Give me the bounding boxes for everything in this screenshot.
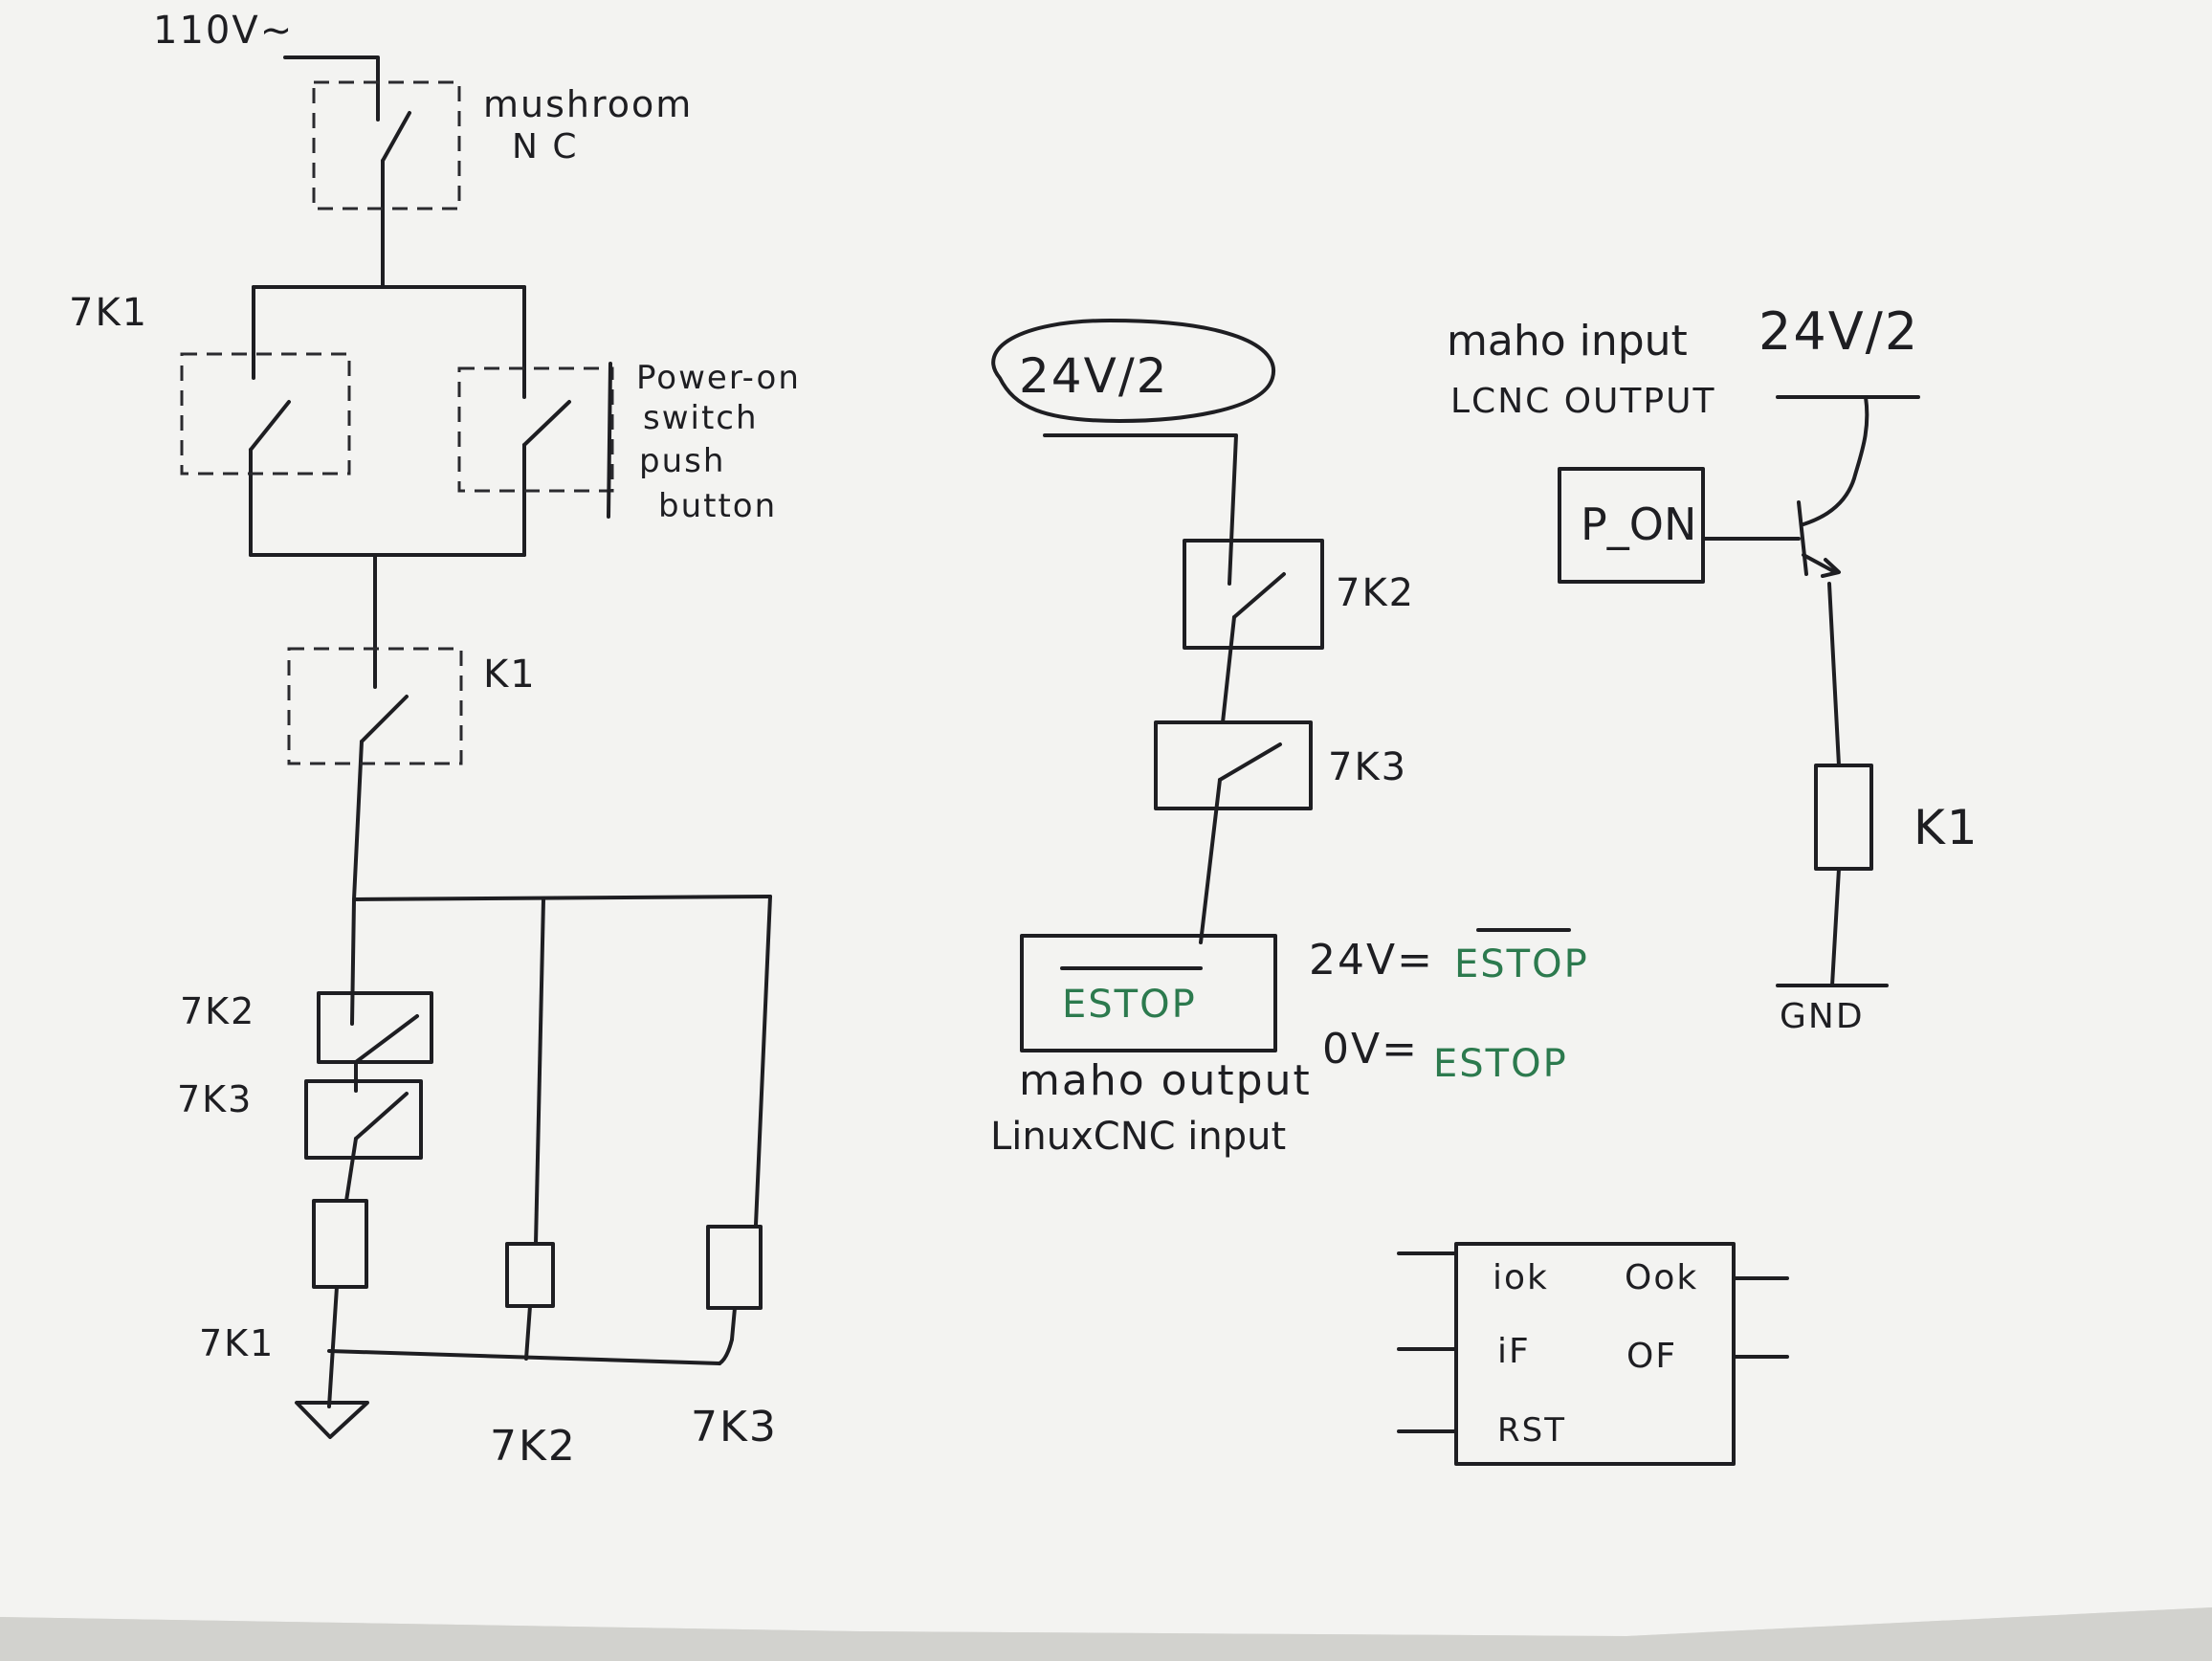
contact-k1-label: K1 bbox=[483, 653, 537, 697]
power-on-push-label: push bbox=[639, 442, 726, 480]
relay-k1-label: K1 bbox=[1913, 800, 1980, 855]
coil-7k3-label: 7K3 bbox=[691, 1403, 778, 1451]
supply-24v-middle-label: 24V/2 bbox=[1019, 348, 1169, 404]
power-on-switch-box bbox=[457, 366, 614, 493]
legend-24v-estop-label: ESTOP bbox=[1454, 942, 1589, 986]
relay-k1-coil bbox=[1814, 764, 1873, 871]
mushroom-nc-label: N C bbox=[512, 127, 579, 166]
input-f-label: iF bbox=[1497, 1332, 1531, 1371]
output-ok-label: Ook bbox=[1625, 1258, 1699, 1297]
left-circuit-wires bbox=[249, 55, 772, 1439]
power-on-switch-label: switch bbox=[643, 399, 759, 437]
contact-7k3-middle-label: 7K3 bbox=[1328, 745, 1408, 789]
contact-k1-box bbox=[287, 647, 463, 765]
lcnc-output-label: LCNC OUTPUT bbox=[1450, 382, 1716, 421]
table-surface bbox=[0, 1607, 2212, 1661]
contact-7k3-middle-box bbox=[1154, 720, 1313, 810]
middle-circuit-wires bbox=[991, 319, 1571, 1052]
contact-7k2-middle-box bbox=[1183, 539, 1324, 650]
reset-label: RST bbox=[1497, 1411, 1566, 1450]
p-on-label: P_ON bbox=[1581, 498, 1697, 550]
power-on-button-label: button bbox=[658, 487, 778, 525]
estop-box bbox=[1020, 934, 1277, 1052]
contact-7k2-box bbox=[317, 991, 433, 1064]
maho-output-caption: maho output bbox=[1019, 1056, 1312, 1105]
input-ok-label: iok bbox=[1493, 1258, 1549, 1297]
contact-7k2-label: 7K2 bbox=[180, 990, 256, 1032]
coil-7k1-label: 7K1 bbox=[199, 1322, 276, 1364]
right-circuit-wires bbox=[1558, 395, 1920, 987]
legend-0v-label: 0V= bbox=[1322, 1025, 1419, 1074]
coil-7k2-label: 7K2 bbox=[490, 1422, 577, 1471]
legend-0v-estop-label: ESTOP bbox=[1433, 1042, 1568, 1086]
contact-7k3-label: 7K3 bbox=[177, 1078, 254, 1120]
mushroom-switch-box bbox=[312, 80, 461, 210]
contact-7k1-box bbox=[180, 352, 351, 476]
p-on-box bbox=[1558, 467, 1705, 584]
left-circuit-dashed-boxes bbox=[180, 80, 614, 1160]
gnd-label: GND bbox=[1780, 997, 1865, 1036]
supply-24v-right-label: 24V/2 bbox=[1759, 301, 1920, 362]
mushroom-label: mushroom bbox=[483, 83, 694, 125]
contact-7k1-label: 7K1 bbox=[69, 291, 149, 335]
logic-block bbox=[1397, 1242, 1789, 1466]
power-on-label: Power-on bbox=[636, 359, 801, 397]
estop-box-label: ESTOP bbox=[1062, 983, 1197, 1027]
contact-7k3-box bbox=[304, 1079, 423, 1160]
maho-input-label: maho input bbox=[1447, 317, 1688, 365]
contact-7k2-middle-label: 7K2 bbox=[1336, 571, 1416, 615]
linuxcnc-input-caption: LinuxCNC input bbox=[990, 1115, 1287, 1159]
legend-24v-label: 24V= bbox=[1309, 936, 1434, 985]
output-f-label: OF bbox=[1626, 1337, 1678, 1376]
supply-110v-label: 110V~ bbox=[153, 9, 295, 53]
